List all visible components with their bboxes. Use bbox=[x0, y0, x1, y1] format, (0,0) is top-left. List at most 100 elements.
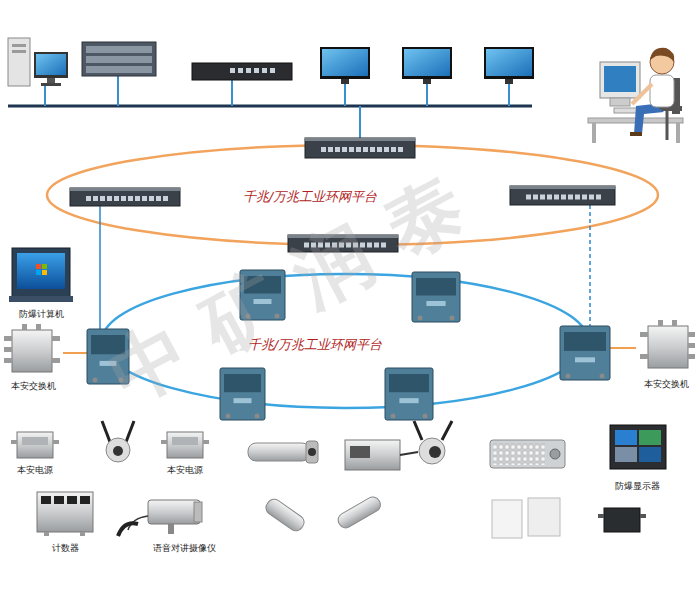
ring-node-enclosure bbox=[600, 374, 605, 379]
ring-node-enclosure bbox=[220, 368, 265, 420]
ring-node-enclosure bbox=[254, 299, 272, 304]
operator bbox=[600, 62, 640, 98]
power-supply bbox=[172, 437, 198, 445]
ring-switch bbox=[128, 196, 133, 201]
core-switch bbox=[270, 68, 275, 73]
ring-switch bbox=[377, 147, 382, 152]
device-node: 计数器 bbox=[33, 488, 97, 554]
box-with-camera bbox=[345, 421, 452, 470]
operator bbox=[630, 132, 642, 136]
ring-node-enclosure bbox=[234, 398, 252, 403]
box-with-camera bbox=[414, 421, 422, 440]
box-with-camera bbox=[419, 438, 445, 464]
ring-switch bbox=[288, 235, 398, 252]
ring-switch bbox=[353, 243, 358, 248]
ring-node-enclosure bbox=[246, 314, 251, 319]
ring-switch bbox=[547, 195, 552, 200]
intercom-camera bbox=[168, 524, 174, 534]
watermark: 中矿润泰 bbox=[92, 142, 508, 428]
intrinsically-safe-switch bbox=[658, 320, 663, 326]
ring-node-enclosure bbox=[391, 414, 396, 419]
ring-node-enclosure bbox=[412, 272, 460, 322]
device-caption: 语音对讲摄像仪 bbox=[153, 543, 216, 554]
device-node: 本安电源 bbox=[12, 424, 58, 476]
ring-switch bbox=[305, 138, 415, 141]
intrinsically-safe-switch bbox=[4, 336, 12, 341]
ring-node-enclosure bbox=[564, 332, 606, 351]
keyboard bbox=[493, 443, 545, 465]
operator bbox=[632, 84, 652, 104]
desktop-pc bbox=[47, 78, 55, 83]
lan-bus bbox=[8, 105, 532, 108]
cylinder-camera bbox=[248, 443, 310, 461]
device-node: 本安交换机 bbox=[636, 318, 696, 390]
explosion-proof-computer bbox=[42, 270, 47, 275]
ring-switch bbox=[370, 147, 375, 152]
ring-node-enclosure bbox=[575, 357, 595, 362]
ring-node-enclosure bbox=[275, 314, 280, 319]
ring-node-enclosure bbox=[224, 374, 261, 392]
intrinsically-safe-switch bbox=[688, 343, 695, 348]
sensor-boxes bbox=[598, 514, 604, 518]
uplink-stub bbox=[99, 206, 101, 247]
monitor bbox=[486, 49, 532, 76]
ring-switch bbox=[86, 196, 91, 201]
network-label: 千兆/万兆工业环网平台 bbox=[248, 336, 382, 354]
ring-node-enclosure bbox=[560, 326, 610, 380]
ring-node-enclosure bbox=[220, 368, 265, 420]
box-with-camera bbox=[400, 452, 418, 455]
sensor-boxes bbox=[492, 500, 522, 538]
sensor-boxes bbox=[640, 514, 646, 518]
ring-node-enclosure bbox=[240, 270, 285, 320]
operator bbox=[610, 98, 630, 106]
counter-device bbox=[54, 496, 64, 504]
ring-node-enclosure bbox=[244, 276, 281, 294]
intrinsically-safe-switch bbox=[12, 330, 52, 372]
power-supply bbox=[53, 440, 59, 444]
operator bbox=[666, 111, 669, 140]
counter-device bbox=[44, 532, 49, 536]
intrinsically-safe-switch bbox=[672, 320, 677, 326]
intrinsically-safe-switch bbox=[4, 347, 12, 352]
ring-switch bbox=[384, 147, 389, 152]
ring-switch bbox=[356, 147, 361, 152]
operator bbox=[650, 48, 674, 62]
ring-network: 千兆/万兆工业环网平台 bbox=[45, 143, 660, 247]
ring-switch bbox=[107, 196, 112, 201]
intrinsically-safe-switch bbox=[688, 354, 695, 359]
ring-switch bbox=[70, 188, 180, 206]
ring-switch bbox=[596, 195, 601, 200]
ring-switch bbox=[510, 186, 615, 205]
explosion-proof-computer bbox=[42, 264, 47, 269]
ring-switch bbox=[121, 196, 126, 201]
ring-switch bbox=[305, 138, 415, 158]
device-node: 语音对讲摄像仪 bbox=[128, 496, 240, 554]
device-caption: 计数器 bbox=[52, 543, 79, 554]
ring-node-enclosure bbox=[426, 301, 445, 306]
intrinsically-safe-switch bbox=[688, 332, 695, 337]
intrinsically-safe-switch bbox=[640, 354, 648, 359]
core-switch bbox=[192, 63, 292, 80]
counter-device bbox=[67, 496, 77, 504]
small-camera bbox=[263, 494, 383, 533]
ring-switch bbox=[510, 186, 615, 189]
ring-switch bbox=[114, 196, 119, 201]
intrinsically-safe-switch bbox=[648, 326, 688, 368]
ring-switch bbox=[332, 243, 337, 248]
box-with-camera bbox=[350, 446, 370, 458]
server bbox=[86, 56, 152, 63]
intrinsically-safe-switch bbox=[22, 324, 27, 330]
ring-switch bbox=[533, 195, 538, 200]
ring-switch bbox=[349, 147, 354, 152]
ring-node-enclosure bbox=[226, 414, 231, 419]
core-switch bbox=[262, 68, 267, 73]
ring-switch bbox=[304, 243, 309, 248]
lan-bus bbox=[44, 86, 46, 106]
counter-device bbox=[37, 492, 93, 532]
sensor-boxes bbox=[528, 498, 560, 536]
ring-node-enclosure bbox=[423, 414, 428, 419]
operator bbox=[676, 123, 680, 143]
network-link bbox=[589, 247, 591, 326]
ring-switch bbox=[374, 243, 379, 248]
wireless-camera bbox=[106, 438, 130, 462]
